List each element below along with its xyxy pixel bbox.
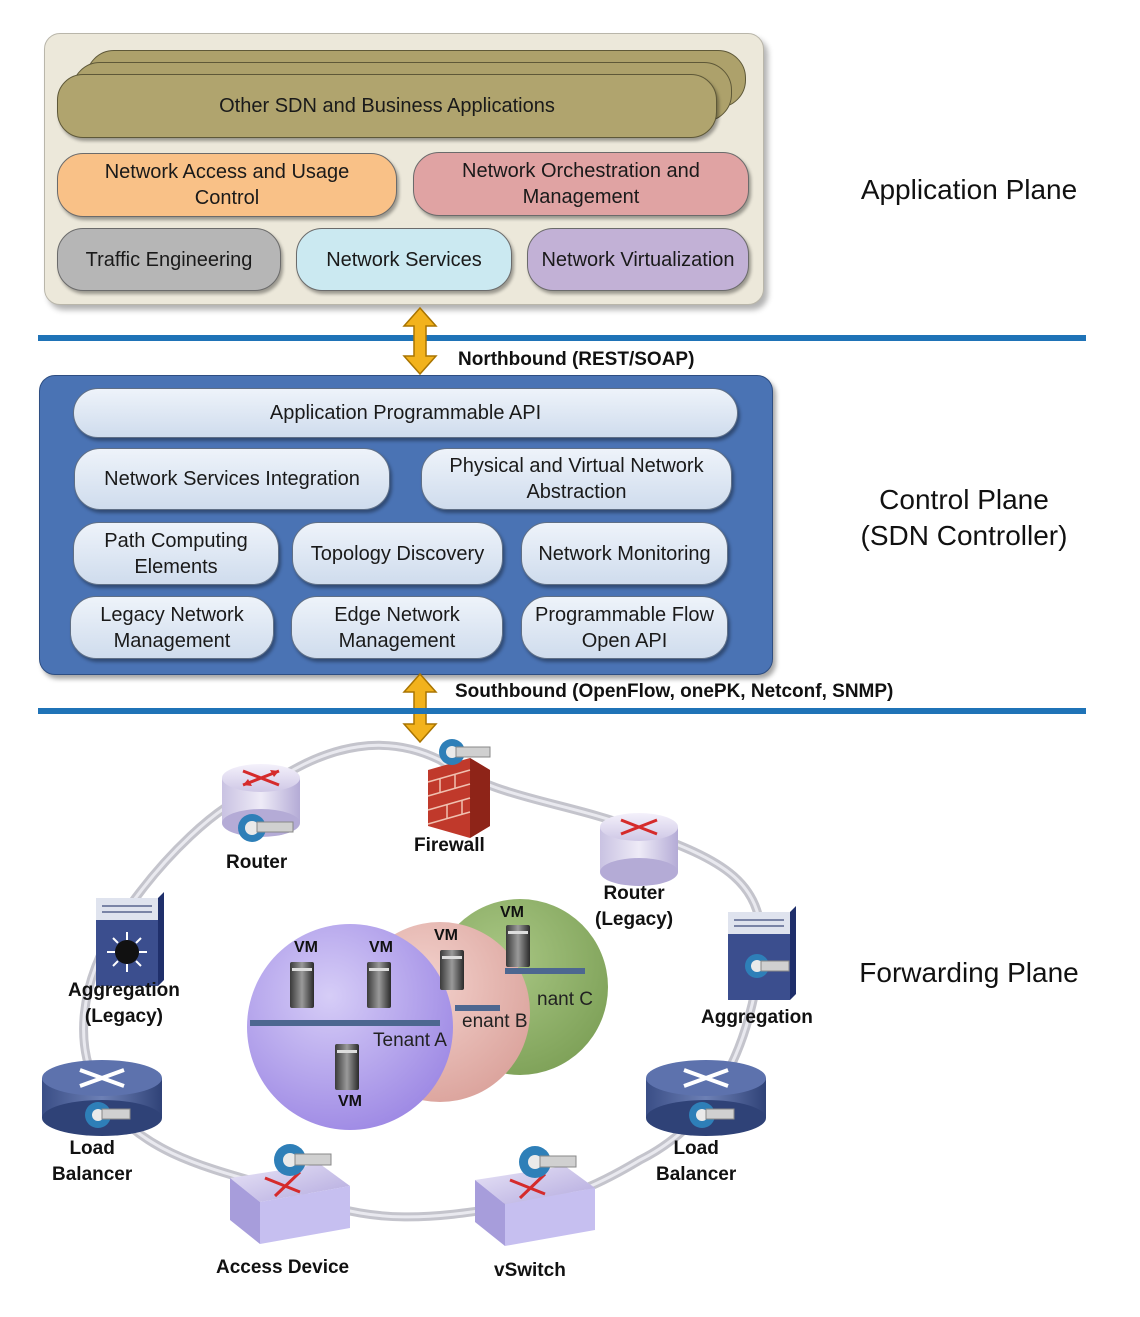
load-balancer-left-label-line2: Balancer [52, 1164, 133, 1185]
topology-discovery-pill: Topology Discovery [292, 522, 503, 585]
load-balancer-right-label-line1: Load [673, 1138, 719, 1159]
firewall-icon [427, 758, 490, 838]
northbound-arrow [402, 306, 438, 376]
network-monitoring-pill: Network Monitoring [521, 522, 728, 585]
aggregation-legacy-label-line1: Aggregation [68, 980, 180, 1001]
load-balancer-left-label-line1: Load [69, 1138, 115, 1159]
network-services-label: Network Services [326, 248, 482, 271]
vm-server-icon-2 [367, 962, 391, 1008]
tenant-b-bus [455, 1005, 500, 1011]
load-balancer-left-label: Load Balancer [52, 1136, 132, 1188]
aggregation-label: Aggregation [701, 1007, 813, 1028]
services-integration-label: Network Services Integration [104, 468, 360, 490]
orchestration-pill: Network Orchestration and Management [413, 152, 749, 216]
load-balancer-right-icon [646, 1060, 766, 1136]
forwarding-plane-graphic [42, 739, 796, 1246]
vm-label: VM [294, 939, 318, 956]
topology-discovery-label: Topology Discovery [310, 542, 485, 565]
access-control-pill: Network Access and Usage Control [57, 153, 397, 217]
aggregation-legacy-icon [96, 892, 164, 986]
edge-mgmt-pill: Edge Network Management [291, 596, 503, 659]
vm-server-icon-5 [335, 1044, 359, 1090]
separator-bottom [38, 708, 1086, 714]
application-plane-label: Application Plane [860, 174, 1078, 205]
load-balancer-right-label-line2: Balancer [656, 1164, 737, 1185]
separator-top [38, 335, 1086, 341]
services-integration-pill: Network Services Integration [74, 448, 390, 510]
network-virtualization-pill: Network Virtualization [527, 228, 749, 291]
network-services-pill: Network Services [296, 228, 512, 291]
access-device-icon [230, 1144, 350, 1244]
tenant-b-label: enant B [462, 1011, 528, 1032]
tenant-a-label: Tenant A [373, 1030, 447, 1051]
vm-server-icon-1 [290, 962, 314, 1008]
vm-server-icon-4 [506, 925, 530, 967]
router-legacy-label-line1: Router [603, 883, 665, 904]
network-virtualization-label: Network Virtualization [541, 248, 735, 271]
access-control-label: Network Access and Usage Control [104, 161, 350, 209]
network-monitoring-label: Network Monitoring [538, 542, 711, 565]
edge-mgmt-label: Edge Network Management [334, 603, 460, 652]
flow-api-label: Programmable Flow Open API [535, 603, 714, 652]
orchestration-label: Network Orchestration and Management [462, 160, 700, 208]
router-legacy-icon [600, 813, 678, 886]
tenant-a-bus [250, 1020, 440, 1026]
other-apps-pill: Other SDN and Business Applications [57, 74, 717, 138]
abstraction-pill: Physical and Virtual Network Abstraction [421, 448, 732, 510]
access-device-label: Access Device [216, 1257, 350, 1278]
tenant-c-label: nant C [537, 989, 593, 1010]
southbound-label: Southbound (OpenFlow, onePK, Netconf, SN… [455, 681, 894, 702]
northbound-label: Northbound (REST/SOAP) [458, 349, 695, 370]
vm-label: VM [369, 939, 393, 956]
traffic-engineering-label: Traffic Engineering [85, 248, 253, 271]
vm-label: VM [434, 927, 458, 944]
app-api-pill: Application Programmable API [73, 388, 738, 438]
aggregation-legacy-label-line2: (Legacy) [84, 1006, 164, 1027]
control-plane-label-line1: Control Plane [879, 484, 1049, 515]
controller-badge-firewall [439, 739, 491, 765]
vswitch-icon [475, 1146, 595, 1246]
abstraction-label: Physical and Virtual Network Abstraction [449, 455, 704, 503]
aggregation-icon [728, 906, 796, 1000]
controller-badge-router [238, 814, 294, 842]
legacy-mgmt-label: Legacy Network Management [100, 603, 244, 652]
tenant-c-bus [505, 968, 585, 974]
vm-label: VM [500, 904, 524, 921]
app-api-label: Application Programmable API [269, 402, 542, 424]
legacy-mgmt-pill: Legacy Network Management [70, 596, 274, 659]
router-legacy-label-line2: (Legacy) [595, 909, 674, 930]
traffic-engineering-pill: Traffic Engineering [57, 228, 281, 291]
aggregation-legacy-label: Aggregation (Legacy) [68, 978, 180, 1030]
path-computing-pill: Path Computing Elements [73, 522, 279, 585]
router-label: Router [226, 852, 288, 873]
load-balancer-right-label: Load Balancer [656, 1136, 736, 1188]
vswitch-label: vSwitch [494, 1260, 566, 1281]
flow-api-pill: Programmable Flow Open API [521, 596, 728, 659]
vm-label: VM [338, 1093, 362, 1110]
router-legacy-label: Router (Legacy) [595, 881, 673, 933]
vm-server-icon-3 [440, 950, 464, 990]
other-apps-label: Other SDN and Business Applications [219, 95, 555, 117]
load-balancer-left-icon [42, 1060, 162, 1136]
control-plane-label-line2: (SDN Controller) [860, 520, 1068, 551]
control-plane-label: Control Plane (SDN Controller) [846, 482, 1082, 554]
forwarding-plane-label: Forwarding Plane [859, 957, 1079, 988]
firewall-label: Firewall [414, 835, 485, 856]
path-computing-label: Path Computing Elements [104, 529, 248, 578]
